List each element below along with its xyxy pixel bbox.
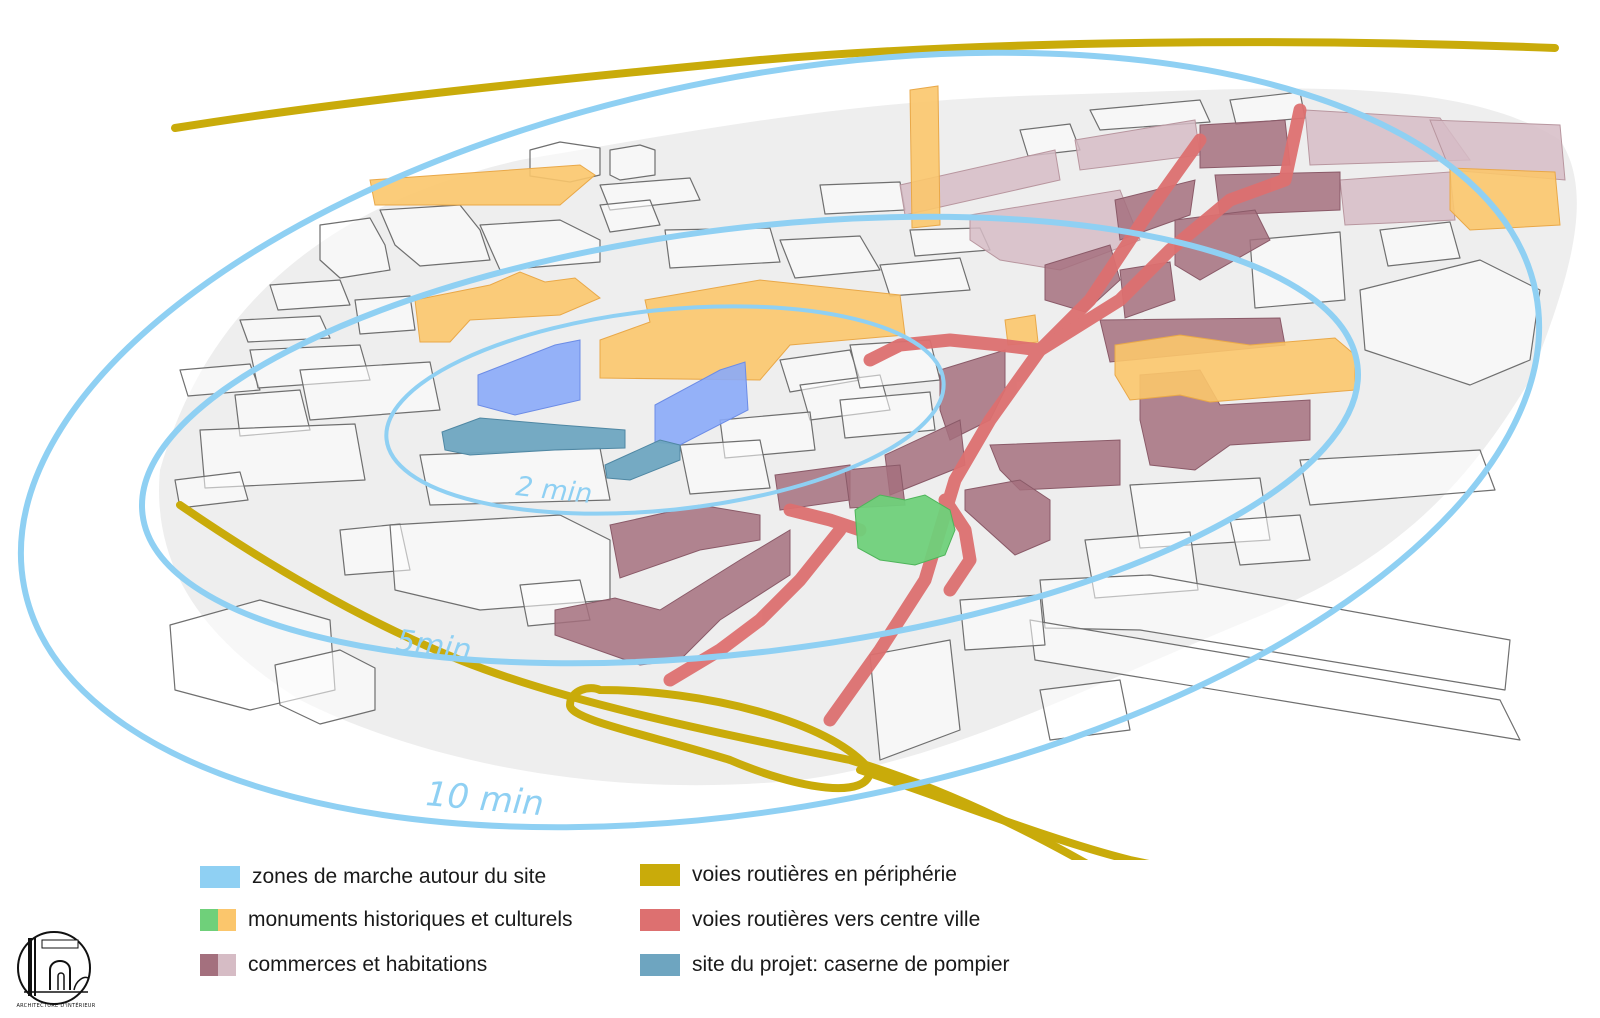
label-10min: 10 min xyxy=(424,774,545,824)
building xyxy=(1299,449,1496,506)
building xyxy=(779,235,881,279)
legend-label: voies routières en périphérie xyxy=(692,863,957,886)
building xyxy=(609,144,656,181)
logo xyxy=(17,931,91,1005)
project-site xyxy=(441,339,749,481)
commerce-dark xyxy=(554,529,791,666)
legend-label: commerces et habitations xyxy=(248,953,488,976)
swatch-project-site xyxy=(640,954,680,976)
road-loop xyxy=(938,493,977,597)
building xyxy=(839,391,936,439)
building xyxy=(1229,514,1311,566)
building xyxy=(1379,221,1461,267)
monument-orange xyxy=(1004,314,1039,346)
walk-zone-5min xyxy=(139,213,1361,667)
legend: zones de marche autour du site monuments… xyxy=(0,850,1600,1018)
legend-item-peripheral-roads: voies routières en périphérie xyxy=(640,860,957,890)
legend-label: monuments historiques et culturels xyxy=(248,908,573,931)
road-west xyxy=(863,333,1047,367)
commerce-dark xyxy=(1044,244,1121,313)
project-building-teal xyxy=(441,417,626,456)
road-south-east xyxy=(856,766,1150,860)
monument-orange xyxy=(414,271,601,343)
building xyxy=(869,639,961,761)
legend-label: voies routières vers centre ville xyxy=(692,908,981,931)
building xyxy=(819,181,906,215)
building xyxy=(599,199,661,233)
peripheral-roads xyxy=(171,38,1559,860)
building xyxy=(679,439,771,495)
monument-green xyxy=(854,494,956,566)
commerce-dark xyxy=(989,439,1121,491)
walk-zone-2min xyxy=(384,304,946,516)
monument-orange xyxy=(1449,167,1561,231)
walking-zones xyxy=(17,49,1543,831)
monument-orange-blocks xyxy=(369,85,1561,403)
road-main xyxy=(823,133,1207,727)
commerce-light xyxy=(1429,119,1566,181)
project-building-teal xyxy=(604,439,681,481)
swatch-commerce-light xyxy=(218,954,236,976)
building xyxy=(239,315,331,343)
road-link xyxy=(783,503,867,537)
legend-item-monuments: monuments historiques et culturels xyxy=(200,905,573,935)
swatch-roads-center xyxy=(640,909,680,931)
building xyxy=(299,361,441,421)
walk-zone-10min xyxy=(17,49,1543,831)
swatch-monument-orange xyxy=(218,909,236,931)
legend-item-project-site: site du projet: caserne de pompier xyxy=(640,950,1010,980)
building-outlines xyxy=(169,91,1541,761)
monument-orange xyxy=(1114,334,1356,403)
legend-item-walk-zones: zones de marche autour du site xyxy=(200,862,546,892)
building xyxy=(199,423,366,489)
building xyxy=(1359,259,1541,386)
road-interchange xyxy=(566,684,874,793)
legend-label: zones de marche autour du site xyxy=(252,865,547,888)
logo-caption: ARCHITECTURE D'INTÉRIEUR xyxy=(16,1003,96,1009)
legend-label: site du projet: caserne de pompier xyxy=(692,953,1010,976)
monument-orange xyxy=(599,279,906,381)
road-branch xyxy=(1033,103,1307,357)
road-north xyxy=(171,38,1559,132)
swatch-monument-green xyxy=(200,909,218,931)
swatch-commerce-dark xyxy=(200,954,218,976)
building xyxy=(269,279,351,311)
urban-map: 2 min 5min 10 min xyxy=(17,38,1577,860)
building xyxy=(959,594,1046,651)
legend-item-roads-center: voies routières vers centre ville xyxy=(640,905,980,935)
building xyxy=(274,649,376,725)
building xyxy=(174,471,249,509)
monument-orange xyxy=(369,164,596,206)
building xyxy=(1029,619,1521,741)
building xyxy=(879,257,971,297)
legend-item-commerce: commerces et habitations xyxy=(200,950,487,980)
commerce-dark xyxy=(964,479,1051,556)
building xyxy=(1229,91,1306,125)
building xyxy=(1249,231,1346,309)
project-building-blue xyxy=(477,339,581,416)
swatch-walk-zones xyxy=(200,866,240,888)
commerce-dark xyxy=(1199,119,1291,169)
building xyxy=(319,217,391,279)
building xyxy=(179,363,261,397)
monument-tower xyxy=(909,85,941,229)
commerce-light xyxy=(1339,171,1456,226)
swatch-peripheral-roads xyxy=(640,864,680,886)
